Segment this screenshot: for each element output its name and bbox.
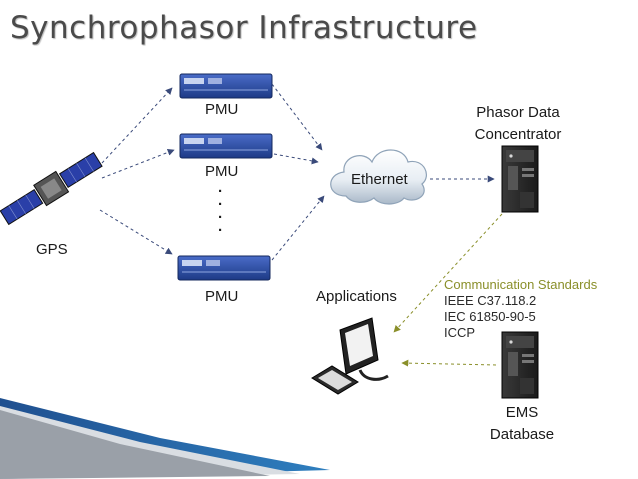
pdc-label-line-2: Concentrator [474,126,562,143]
ethernet-label: Ethernet [351,171,408,188]
pmu-ellipsis: ···· [218,183,223,239]
applications-label: Applications [316,288,397,305]
standard-item: IEEE C37.118.2 [444,293,537,308]
gps-to-pmu-1-arrow [101,87,173,164]
pdc-label: Phasor Data Concentrator [468,102,568,146]
gps-to-pmu-2-arrow [101,149,175,179]
footer-swoosh [0,398,330,479]
pmu-device-2 [179,133,273,159]
standard-item: ICCP [444,325,476,340]
pmu-3-label: PMU [205,288,239,305]
pmu-3-to-ethernet-arrow [271,195,325,261]
pmu-2-to-ethernet-arrow [273,153,319,165]
page-title: Synchrophasor Infrastructure [10,10,478,46]
gps-to-pmu-3-arrow [99,209,173,255]
ems-label: EMS Database [472,402,572,446]
pdc-server-icon [501,145,539,213]
ems-server-icon [501,331,539,399]
communication-standards: Communication Standards IEEE C37.118.2 I… [444,277,597,341]
pmu-device-3 [177,255,271,281]
standards-heading: Communication Standards [444,277,598,292]
pdc-label-line-1: Phasor Data [476,104,560,121]
satellite-icon [0,151,103,226]
ems-label-line-2: Database [489,426,555,443]
pdc-to-applications-arrow [393,213,503,333]
ems-to-applications-arrow [401,359,497,367]
standard-item: IEC 61850-90-5 [444,309,536,324]
pmu-device-1 [179,73,273,99]
pmu-2-label: PMU [205,163,239,180]
gps-label: GPS [36,241,68,258]
ems-label-line-1: EMS [505,404,539,421]
workstation-icon [311,317,389,395]
ethernet-cloud-icon [330,149,427,205]
pmu-1-to-ethernet-arrow [271,83,323,151]
pmu-1-label: PMU [205,101,239,118]
